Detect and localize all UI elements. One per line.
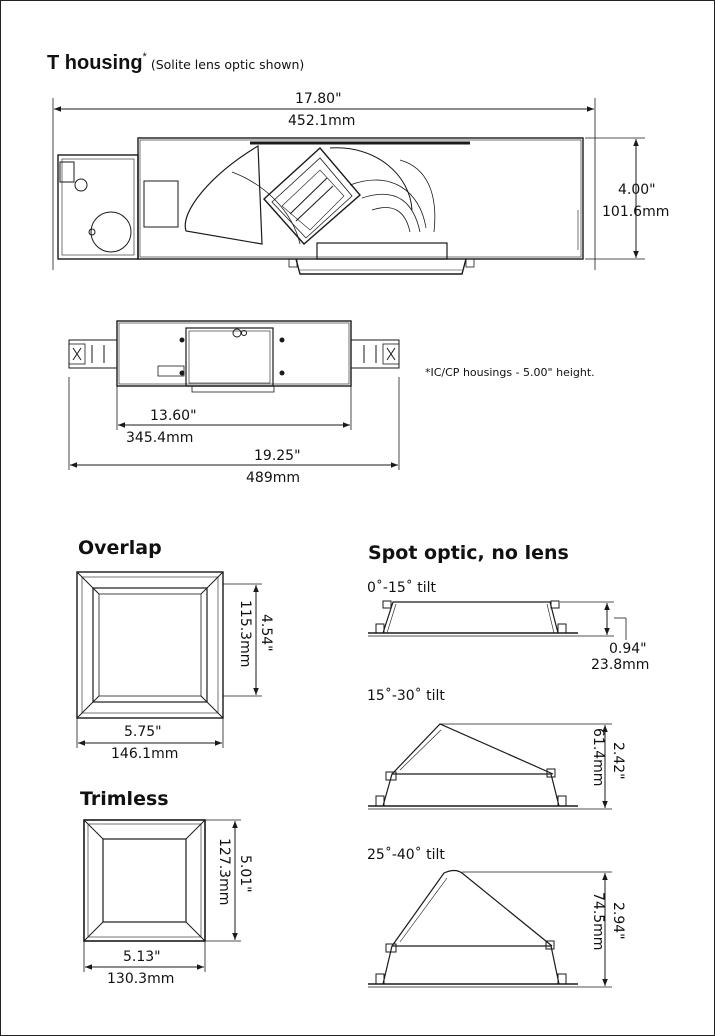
spot-optic-tilt-15-30-drawing [368,723,612,810]
t-housing-title-mark: * [142,51,147,63]
optic-module [263,146,361,245]
tilt-0-15-dim-in: 0.94" [609,641,647,657]
plan-view-drawing [68,320,400,470]
tilt-25-40-dim-mm: 74.5mm [590,892,606,951]
t-housing-height-mm: 101.6mm [602,204,670,220]
t-housing-title-note: (Solite lens optic shown) [150,57,305,72]
trimless-width-in: 5.13" [123,949,161,965]
t-housing-length-in: 17.80" [295,91,342,107]
tilt-0-15-dim-mm: 23.8mm [591,657,650,673]
ic-cp-height-note: *IC/CP housings - 5.00" height. [425,366,595,379]
plan-inner-mm: 345.4mm [126,430,194,446]
t-housing-title-text: T housing [47,52,143,74]
trimless-height-mm: 127.3mm [216,838,232,906]
t-housing-length-mm: 452.1mm [288,113,356,129]
junction-box [57,154,139,260]
plan-inner-in: 13.60" [150,408,197,424]
trimless-width-mm: 130.3mm [107,971,175,987]
overlap-width-in: 5.75" [124,724,162,740]
spot-optic-tilt-0-15-drawing [368,600,627,640]
overlap-width-mm: 146.1mm [111,746,179,762]
trim-flange [295,258,467,275]
tilt-25-40-label: 25˚-40˚ tilt [367,847,445,863]
plan-overall-in: 19.25" [254,448,301,464]
tilt-15-30-dim-mm: 61.4mm [590,728,606,787]
overlap-title: Overlap [78,537,162,559]
reflector [184,144,263,245]
t-housing-side-view [52,98,645,275]
t-housing-height-in: 4.00" [618,182,656,198]
t-housing-title: T housing*(Solite lens optic shown) [47,46,304,76]
trimless-drawing [83,819,241,972]
tilt-15-30-label: 15˚-30˚ tilt [367,688,445,704]
plan-overall-mm: 489mm [246,470,300,486]
spot-optic-title: Spot optic, no lens [368,542,569,564]
spot-optic-tilt-25-40-drawing [368,869,612,988]
tilt-15-30-dim-in: 2.42" [610,742,626,780]
overlap-trim-drawing [76,571,262,748]
trimless-height-in: 5.01" [237,855,253,893]
tilt-0-15-label: 0˚-15˚ tilt [367,580,436,596]
overlap-height-in: 4.54" [258,614,274,652]
housing-body [137,137,584,260]
tilt-25-40-dim-in: 2.94" [610,902,626,940]
trimless-title: Trimless [80,788,169,810]
overlap-height-mm: 115.3mm [237,600,253,668]
